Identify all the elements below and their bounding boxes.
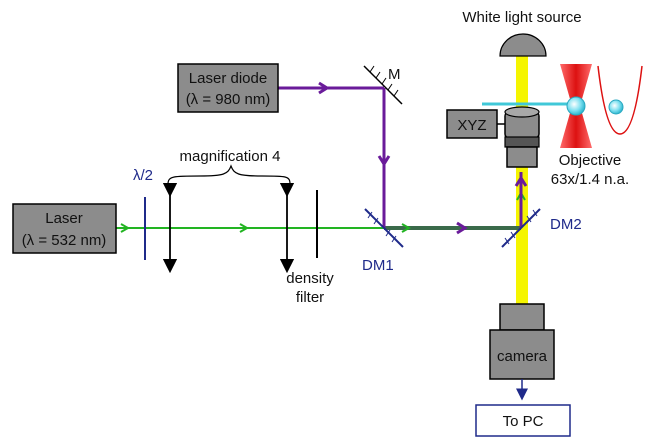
laser-diode-box bbox=[177, 63, 279, 113]
half-wave-label: λ/2 bbox=[133, 167, 153, 184]
purple-beam-arrow-right-2 bbox=[456, 221, 468, 235]
dm1-label: DM1 bbox=[362, 257, 394, 274]
laser-532-label: Laser bbox=[45, 210, 83, 227]
magnification-label: magnification 4 bbox=[180, 148, 281, 165]
white-light-source-lamp bbox=[499, 33, 547, 57]
objective-lens bbox=[504, 106, 540, 168]
density-filter-label: density bbox=[286, 270, 334, 287]
purple-beam-arrow-right bbox=[318, 81, 330, 95]
to-pc-box bbox=[475, 404, 571, 437]
camera-label: camera bbox=[497, 348, 548, 365]
green-beam-arrow-3 bbox=[401, 223, 412, 233]
laser-532-box bbox=[12, 203, 117, 254]
objective-label: Objective bbox=[559, 152, 622, 169]
xyz-label: XYZ bbox=[457, 117, 486, 134]
laser-532-wavelength: (λ = 532 nm) bbox=[22, 232, 107, 249]
mirror-m bbox=[363, 65, 403, 105]
camera-body bbox=[489, 329, 555, 380]
purple-beam-arrow-down bbox=[377, 155, 391, 167]
laser-diode-label: Laser diode bbox=[189, 70, 267, 87]
white-light-source-label: White light source bbox=[462, 9, 581, 26]
dichroic-mirror-dm1 bbox=[364, 208, 404, 248]
purple-beam-arrow-up bbox=[514, 175, 528, 187]
magnification-brace bbox=[167, 164, 291, 185]
laser-diode-wavelength: (λ = 980 nm) bbox=[186, 91, 271, 108]
xyz-stage-box bbox=[446, 109, 498, 139]
trap-potential-illustration bbox=[597, 65, 643, 135]
green-beam-arrow-1 bbox=[120, 223, 131, 233]
dm2-label: DM2 bbox=[550, 216, 582, 233]
trapped-bead bbox=[566, 96, 586, 116]
green-beam-arrow-2 bbox=[239, 223, 250, 233]
density-filter-label-2: filter bbox=[296, 289, 324, 306]
dichroic-mirror-dm2 bbox=[501, 208, 541, 248]
mirror-label: M bbox=[388, 66, 401, 83]
optical-trap-illustration bbox=[560, 64, 592, 148]
objective-spec: 63x/1.4 n.a. bbox=[551, 171, 629, 188]
camera-mount bbox=[499, 303, 545, 331]
potential-bead bbox=[608, 99, 624, 115]
to-pc-label: To PC bbox=[503, 413, 544, 430]
